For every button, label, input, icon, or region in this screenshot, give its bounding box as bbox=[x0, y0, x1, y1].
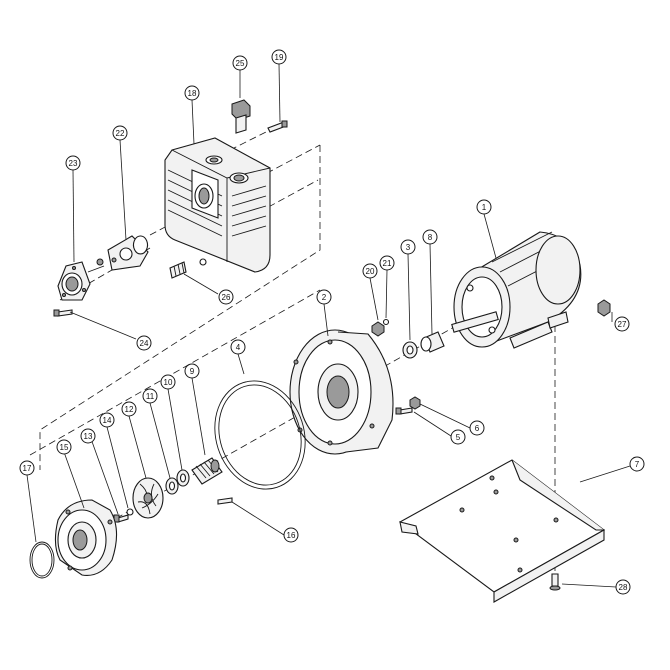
callout-label: 8 bbox=[428, 233, 433, 242]
seal-ring-10 bbox=[176, 469, 190, 487]
screw-5 bbox=[395, 407, 413, 415]
callout-1: 1 bbox=[476, 199, 492, 215]
callout-leaders bbox=[26, 63, 631, 588]
washer-3 bbox=[402, 341, 418, 359]
impeller bbox=[132, 477, 164, 519]
callout-2: 2 bbox=[316, 289, 332, 305]
callout-9: 9 bbox=[184, 363, 200, 379]
callout-label: 16 bbox=[287, 531, 296, 540]
callout-label: 24 bbox=[140, 339, 149, 348]
callout-label: 3 bbox=[406, 243, 411, 252]
callout-20: 20 bbox=[362, 263, 378, 279]
casing-o-ring bbox=[29, 541, 55, 579]
callout-label: 20 bbox=[366, 267, 375, 276]
callout-16: 16 bbox=[283, 527, 299, 543]
pump-casing bbox=[54, 499, 118, 576]
callout-label: 1 bbox=[482, 203, 487, 212]
callout-label: 13 bbox=[84, 432, 93, 441]
callout-label: 9 bbox=[190, 367, 195, 376]
nut-6 bbox=[409, 396, 421, 410]
callout-label: 21 bbox=[383, 259, 392, 268]
callout-label: 2 bbox=[322, 293, 327, 302]
callout-label: 10 bbox=[164, 378, 173, 387]
callout-17: 17 bbox=[19, 460, 35, 476]
callout-13: 13 bbox=[80, 428, 96, 444]
callout-27: 27 bbox=[614, 316, 630, 332]
callout-label: 25 bbox=[236, 59, 245, 68]
callout-28: 28 bbox=[615, 579, 631, 595]
pin-16 bbox=[217, 497, 233, 505]
seal-ring-11 bbox=[165, 477, 179, 495]
impeller-screw bbox=[113, 508, 134, 523]
callout-6: 6 bbox=[469, 420, 485, 436]
drain-plug bbox=[169, 261, 187, 279]
callout-3: 3 bbox=[400, 239, 416, 255]
screw-24 bbox=[53, 309, 73, 317]
shaft-sleeve bbox=[420, 331, 445, 353]
callout-label: 22 bbox=[116, 129, 125, 138]
callout-label: 15 bbox=[60, 443, 69, 452]
nut-27 bbox=[597, 299, 611, 317]
mechanical-seal bbox=[191, 457, 223, 485]
callout-15: 15 bbox=[56, 439, 72, 455]
bolt-28 bbox=[549, 573, 561, 591]
base-plate bbox=[398, 459, 605, 603]
callout-14: 14 bbox=[99, 412, 115, 428]
adapter-bracket bbox=[289, 329, 394, 455]
callout-label: 11 bbox=[146, 392, 155, 401]
callout-label: 4 bbox=[236, 343, 241, 352]
callout-4: 4 bbox=[230, 339, 246, 355]
callout-19: 19 bbox=[271, 49, 287, 65]
inlet-flange bbox=[57, 261, 91, 301]
callout-label: 26 bbox=[222, 293, 231, 302]
fill-plug bbox=[231, 99, 251, 134]
callout-18: 18 bbox=[184, 85, 200, 101]
callout-25: 25 bbox=[232, 55, 248, 71]
priming-chamber bbox=[164, 137, 271, 273]
nut-20-21 bbox=[371, 318, 390, 337]
callout-label: 17 bbox=[23, 464, 32, 473]
callout-label: 7 bbox=[635, 460, 640, 469]
callout-label: 5 bbox=[456, 433, 461, 442]
callout-21: 21 bbox=[379, 255, 395, 271]
callout-label: 19 bbox=[275, 53, 284, 62]
callout-26: 26 bbox=[218, 289, 234, 305]
callout-label: 18 bbox=[188, 89, 197, 98]
callout-22: 22 bbox=[112, 125, 128, 141]
callout-5: 5 bbox=[450, 429, 466, 445]
bolt-19 bbox=[267, 120, 288, 133]
callout-12: 12 bbox=[121, 401, 137, 417]
callout-11: 11 bbox=[142, 388, 158, 404]
callout-label: 27 bbox=[618, 320, 627, 329]
callout-label: 23 bbox=[69, 159, 78, 168]
callout-8: 8 bbox=[422, 229, 438, 245]
callout-label: 14 bbox=[103, 416, 112, 425]
motor bbox=[451, 231, 582, 349]
callout-label: 28 bbox=[619, 583, 628, 592]
callout-label: 6 bbox=[475, 424, 480, 433]
callout-23: 23 bbox=[65, 155, 81, 171]
flap-valve bbox=[87, 235, 149, 273]
o-ring-gasket bbox=[214, 380, 306, 490]
callout-24: 24 bbox=[136, 335, 152, 351]
callout-7: 7 bbox=[629, 456, 645, 472]
callout-10: 10 bbox=[160, 374, 176, 390]
callout-label: 12 bbox=[125, 405, 134, 414]
